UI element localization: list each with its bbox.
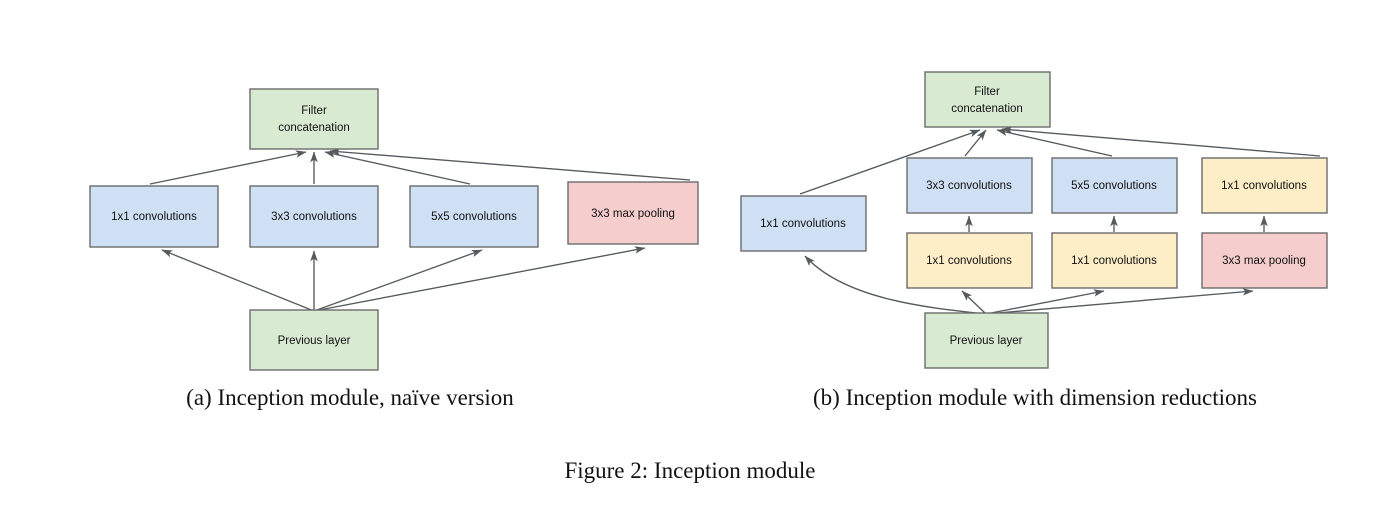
node-label-1x1-convolutions-a: 1x1 convolutions — [111, 211, 197, 223]
node-3x3-convolutions-b: 3x3 convolutions — [906, 157, 1033, 214]
node-label-5x5-convolutions-b: 5x5 convolutions — [1071, 180, 1157, 192]
node-1x1-convolutions-a: 1x1 convolutions — [89, 185, 219, 248]
node-label-1x1-convolutions-pool-b: 1x1 convolutions — [1221, 180, 1307, 192]
panel-b-edges — [799, 126, 1321, 315]
node-label-filter-concatenation-b-line2: concatenation — [951, 103, 1023, 115]
node-previous-layer-a: Previous layer — [249, 309, 379, 371]
node-label-5x5-convolutions-a: 5x5 convolutions — [431, 211, 517, 223]
node-label-previous-layer-b: Previous layer — [950, 335, 1023, 347]
edge-previous-to-reduce3x3-b — [961, 290, 987, 315]
node-filter-concatenation-b: Filter concatenation — [924, 71, 1051, 128]
node-3x3-convolutions-a: 3x3 convolutions — [249, 185, 379, 248]
node-1x1-reduce-5x5-b: 1x1 convolutions — [1051, 232, 1178, 289]
node-3x3-max-pooling-a: 3x3 max pooling — [567, 181, 699, 245]
edge-maxpool-to-concat-a — [329, 148, 691, 181]
node-label-filter-concatenation-a-line1: Filter — [301, 105, 327, 117]
panel-b-subcaption: (b) Inception module with dimension redu… — [813, 385, 1257, 410]
edge-previous-to-5x5-a — [313, 249, 483, 312]
node-5x5-convolutions-b: 5x5 convolutions — [1051, 157, 1178, 214]
node-label-1x1-convolutions-left-b: 1x1 convolutions — [760, 218, 846, 230]
edge-3x3-to-concat-b — [964, 129, 987, 157]
node-label-previous-layer-a: Previous layer — [278, 335, 351, 347]
edge-1x1-left-to-concat-b — [799, 129, 981, 195]
node-label-filter-concatenation-b-line1: Filter — [974, 86, 1000, 98]
node-filter-concatenation-a: Filter concatenation — [249, 88, 379, 150]
edge-previous-to-1x1-left-b — [804, 255, 987, 315]
node-3x3-max-pooling-b: 3x3 max pooling — [1201, 232, 1328, 289]
node-1x1-convolutions-pool-b: 1x1 convolutions — [1201, 157, 1328, 214]
node-previous-layer-b: Previous layer — [924, 312, 1049, 369]
edge-1x1-to-concat-a — [149, 150, 307, 185]
node-5x5-convolutions-a: 5x5 convolutions — [409, 185, 539, 248]
edge-previous-to-1x1-a — [161, 249, 315, 312]
panel-a-subcaption: (a) Inception module, naïve version — [186, 385, 514, 410]
panel-a-nodes: Filter concatenation 1x1 convolutions 3x… — [89, 88, 699, 371]
edge-1x1-pool-to-concat-b — [1001, 126, 1321, 157]
node-label-3x3-max-pooling-a: 3x3 max pooling — [591, 208, 675, 220]
node-1x1-convolutions-left-b: 1x1 convolutions — [740, 195, 867, 252]
edge-5x5-to-concat-b — [996, 128, 1113, 157]
panel-a-edges — [149, 148, 691, 312]
edge-previous-to-maxpool-a — [313, 246, 646, 312]
node-label-1x1-reduce-5x5-b: 1x1 convolutions — [1071, 255, 1157, 267]
node-label-3x3-max-pooling-b: 3x3 max pooling — [1222, 255, 1306, 267]
panel-b-nodes: Filter concatenation 1x1 convolutions 3x… — [740, 71, 1328, 369]
edge-previous-to-reduce5x5-b — [985, 289, 1105, 315]
node-label-filter-concatenation-a-line2: concatenation — [278, 122, 350, 134]
edge-5x5-to-concat-a — [324, 150, 471, 185]
node-label-3x3-convolutions-a: 3x3 convolutions — [271, 211, 357, 223]
node-label-3x3-convolutions-b: 3x3 convolutions — [926, 180, 1012, 192]
node-1x1-reduce-3x3-b: 1x1 convolutions — [906, 232, 1033, 289]
edge-previous-to-maxpool-b — [985, 288, 1254, 315]
node-label-1x1-reduce-3x3-b: 1x1 convolutions — [926, 255, 1012, 267]
figure-caption: Figure 2: Inception module — [564, 458, 816, 483]
